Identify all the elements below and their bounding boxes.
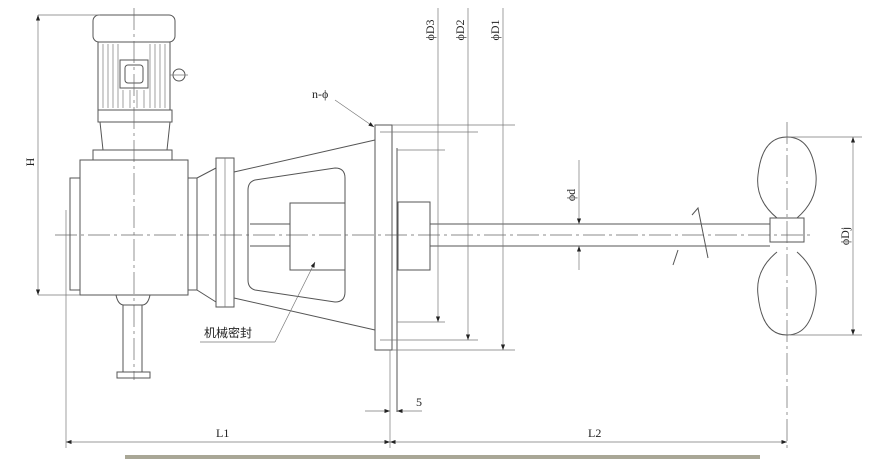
shaft	[430, 206, 770, 266]
gearbox	[65, 157, 235, 448]
label-gap: 5	[416, 395, 422, 409]
mechanical-seal-box	[289, 202, 346, 271]
label-shaft-diameter: ϕd	[564, 189, 578, 201]
label-bolt-holes: n-ϕ	[312, 87, 328, 101]
label-impeller-diameter: ϕDj	[838, 227, 852, 245]
label-l1: L1	[216, 426, 229, 440]
label-d2: ϕD2	[453, 20, 467, 41]
label-d3: ϕD3	[423, 20, 437, 41]
mounting-flange	[374, 124, 393, 351]
label-d1: ϕD1	[488, 20, 502, 41]
label-height: H	[23, 157, 37, 166]
impeller	[757, 122, 817, 448]
dimensions	[35, 8, 862, 448]
label-l2: L2	[588, 426, 601, 440]
bracket	[233, 124, 431, 412]
bottom-bar	[125, 455, 760, 459]
label-mechanical-seal: 机械密封	[204, 325, 252, 340]
break-mark	[672, 206, 709, 266]
motor	[92, 8, 188, 380]
